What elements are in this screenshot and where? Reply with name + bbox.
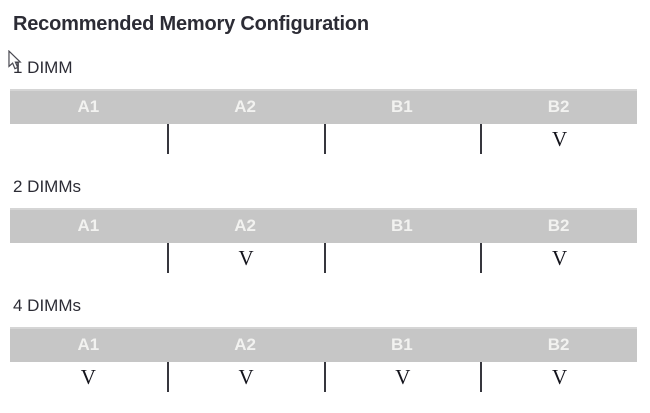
slot-cell: V [480, 124, 637, 154]
slot-header-cell: A2 [234, 334, 256, 354]
slot-header-cell: B1 [391, 215, 413, 235]
dimm-count-label: 2 DIMMs [13, 177, 81, 196]
check-mark: V [552, 245, 568, 270]
check-mark: V [552, 364, 568, 389]
slot-cell [10, 243, 167, 273]
slot-cell: V [10, 362, 167, 392]
slot-cell [323, 243, 481, 273]
slot-header-cell: A1 [77, 96, 100, 116]
slot-cell [323, 124, 481, 154]
dimm-count-label: 4 DIMMs [13, 296, 81, 315]
slot-cell: V [480, 362, 637, 392]
slot-header-cell: B2 [547, 215, 570, 235]
slot-header-cell: A1 [77, 334, 100, 354]
slot-cell [10, 124, 167, 154]
slot-header-cell: B1 [391, 334, 413, 354]
check-mark: V [552, 126, 568, 151]
check-mark: V [238, 364, 254, 389]
mouse-cursor-icon [8, 50, 22, 70]
check-mark: V [80, 364, 96, 389]
slot-body-row: V [10, 124, 637, 154]
check-mark: V [238, 245, 254, 270]
slot-cell: V [323, 362, 481, 392]
slot-cell: V [166, 362, 324, 392]
slot-table: A1 A2 B1 B2 V V V V [10, 327, 637, 392]
slot-header-cell: B2 [547, 334, 570, 354]
slot-header-cell: A2 [234, 215, 256, 235]
slot-cell [166, 124, 324, 154]
page-title: Recommended Memory Configuration [13, 13, 369, 35]
slot-header-cell: A1 [77, 215, 100, 235]
slot-header-cell: B2 [547, 96, 570, 116]
dimm-section: 4 DIMMs A1 A2 B1 B2 V V V V [0, 297, 650, 392]
slot-cell: V [166, 243, 324, 273]
dimm-section: 1 DIMM A1 A2 B1 B2 V [0, 59, 650, 154]
slot-header-row: A1 A2 B1 B2 [10, 89, 637, 124]
check-mark: V [395, 364, 411, 389]
dimm-count-label: 1 DIMM [13, 58, 73, 77]
slot-cell: V [480, 243, 637, 273]
slot-header-row: A1 A2 B1 B2 [10, 327, 637, 362]
slot-header-cell: A2 [234, 96, 256, 116]
slot-table: A1 A2 B1 B2 V [10, 89, 637, 154]
slot-header-cell: B1 [391, 96, 413, 116]
slot-header-row: A1 A2 B1 B2 [10, 208, 637, 243]
memory-config-page: Recommended Memory Configuration 1 DIMM … [0, 13, 650, 413]
